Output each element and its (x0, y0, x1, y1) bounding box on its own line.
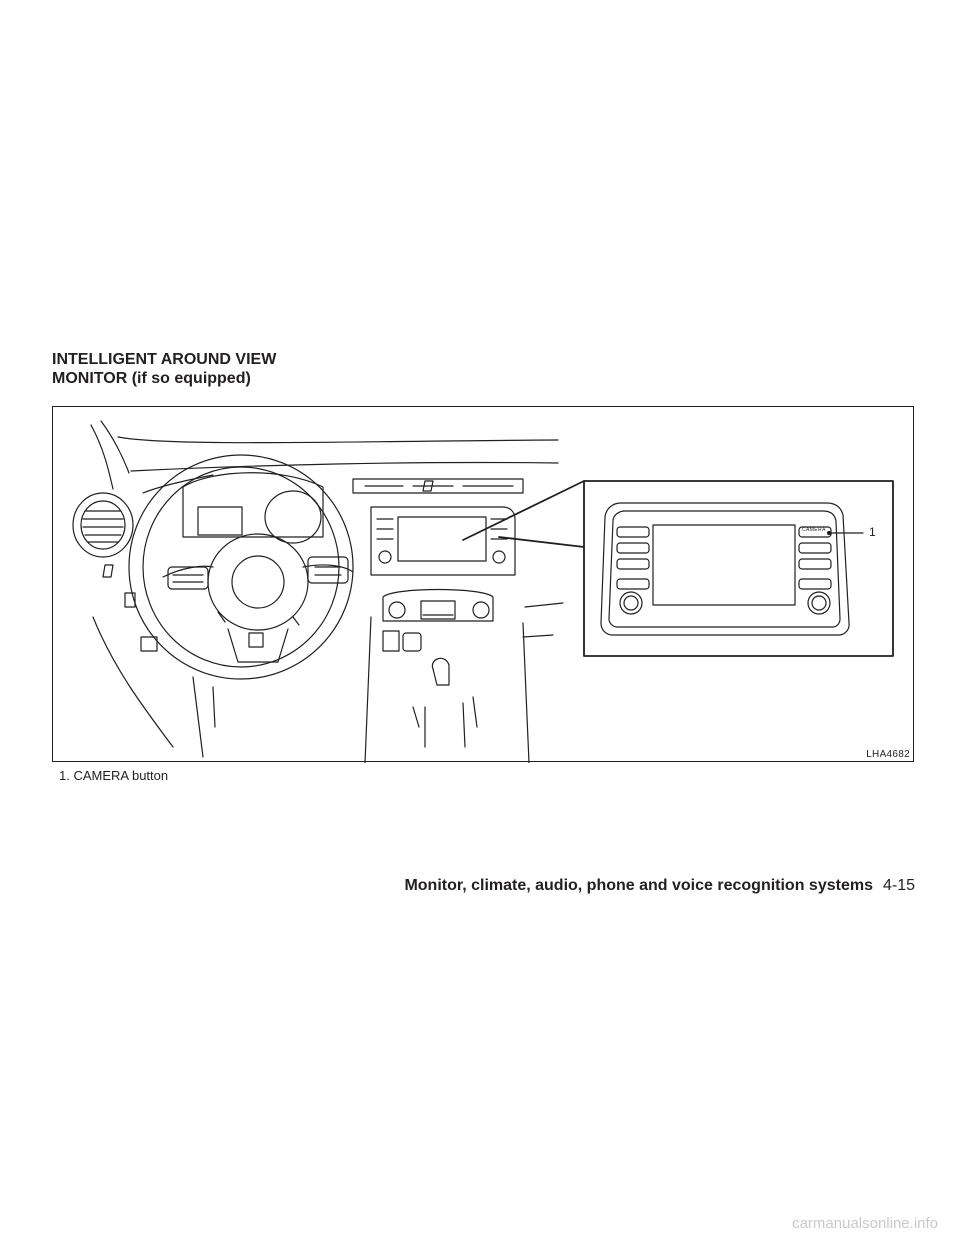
section-title-line-2: MONITOR (if so equipped) (52, 370, 251, 387)
section-title-line-1: INTELLIGENT AROUND VIEW (52, 351, 277, 368)
callout-number: 1 (869, 525, 876, 539)
page-footer: Monitor, climate, audio, phone and voice… (404, 877, 915, 895)
page-number: 4-15 (882, 877, 915, 894)
watermark: carmanualsonline.info (792, 1215, 938, 1232)
dashboard-line-drawing (72, 420, 894, 763)
chapter-title: Monitor, climate, audio, phone and voice… (404, 877, 873, 894)
dashboard-illustration: CAMERA 1 LHA4682 (52, 406, 914, 763)
camera-button-label: CAMERA (802, 527, 826, 533)
figure-code: LHA4682 (866, 749, 910, 760)
section-title: INTELLIGENT AROUND VIEW MONITOR (if so e… (52, 350, 276, 388)
figure-caption: 1. CAMERA button (59, 768, 169, 783)
